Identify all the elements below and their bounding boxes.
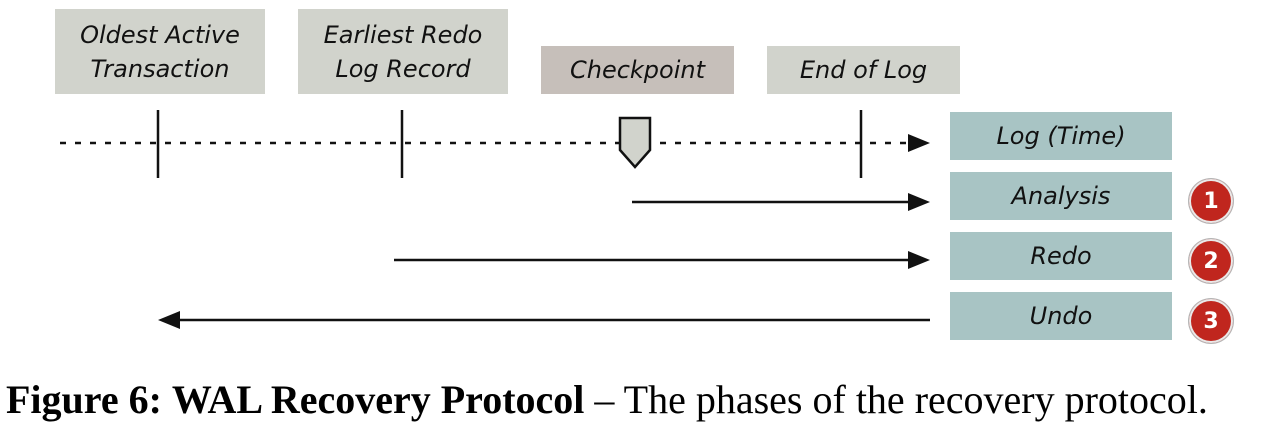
caption-text: The phases of the recovery protocol. bbox=[623, 377, 1208, 422]
marker-checkpoint: Checkpoint bbox=[541, 46, 734, 94]
analysis-arrowhead bbox=[908, 193, 930, 211]
caption-title: WAL Recovery Protocol bbox=[171, 377, 585, 422]
caption-figure-number: Figure 6: bbox=[6, 377, 162, 422]
marker-oldest-active-transaction: Oldest Active Transaction bbox=[55, 9, 265, 94]
redo-arrowhead bbox=[908, 251, 930, 269]
marker-earliest-redo-log-record: Earliest Redo Log Record bbox=[298, 9, 508, 94]
phase-redo-box: Redo bbox=[950, 232, 1172, 280]
undo-arrowhead bbox=[158, 311, 180, 329]
recovery-diagram bbox=[60, 110, 930, 329]
phase-1-badge: 1 bbox=[1189, 179, 1233, 223]
phase-analysis-box: Analysis bbox=[950, 172, 1172, 220]
caption-dash: – bbox=[594, 377, 615, 422]
log-timeline-arrowhead bbox=[908, 134, 930, 152]
phase-2-badge: 2 bbox=[1189, 239, 1233, 283]
phase-3-badge: 3 bbox=[1189, 299, 1233, 343]
phase-undo-box: Undo bbox=[950, 292, 1172, 340]
timeline-label-box: Log (Time) bbox=[950, 112, 1172, 160]
figure-caption: Figure 6: WAL Recovery Protocol – The ph… bbox=[6, 376, 1287, 423]
marker-end-of-log: End of Log bbox=[767, 46, 960, 94]
checkpoint-marker bbox=[618, 116, 652, 169]
